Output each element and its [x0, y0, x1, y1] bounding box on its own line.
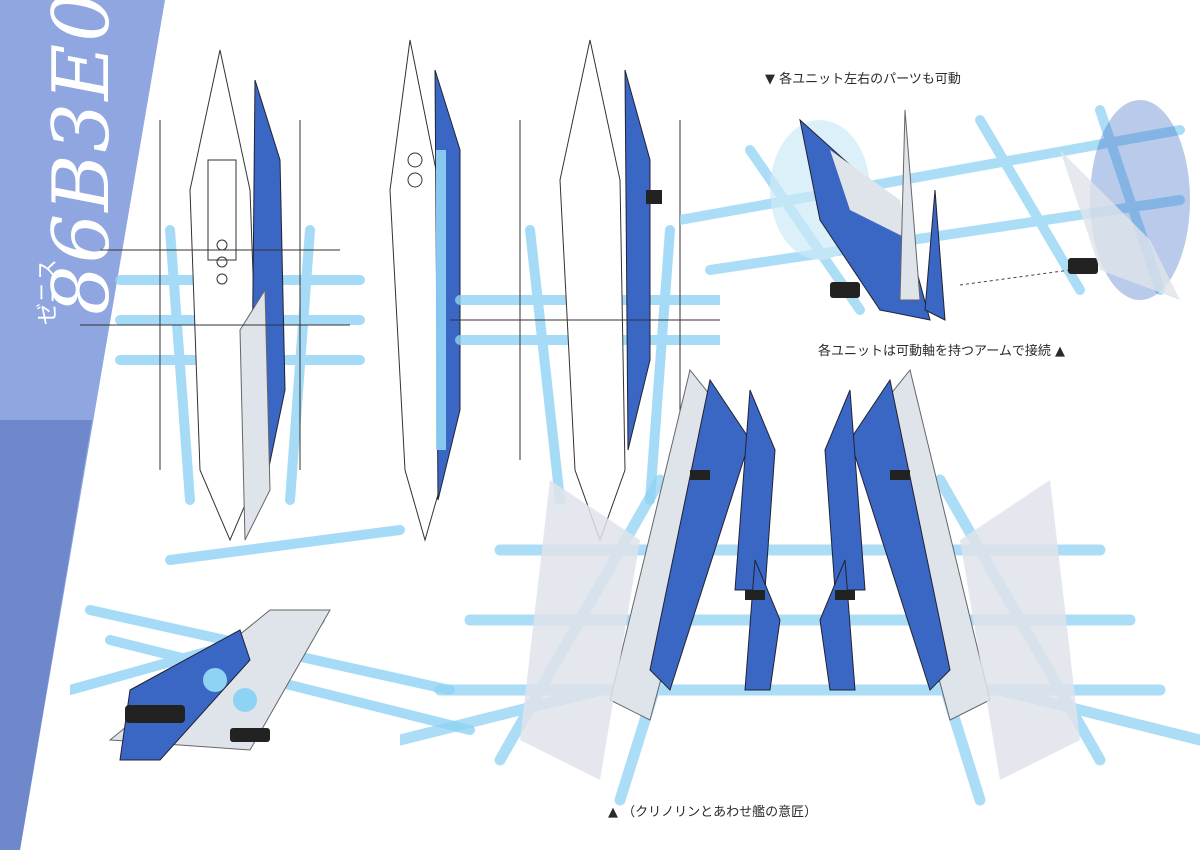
formation-render — [400, 368, 1200, 806]
side-view-drawing — [389, 39, 461, 542]
orthographic-views — [80, 39, 720, 542]
top-view-drawing — [80, 49, 365, 542]
caption-middle: 各ユニットは可動軸を持つアームで接続 ▲ — [818, 344, 1065, 359]
unit-closeup-render — [680, 100, 1190, 321]
front-view-drawing — [450, 39, 720, 542]
page-number: 12 — [36, 820, 57, 838]
sidebar-title-band: 86B3E0 ゼニス 12 — [0, 0, 170, 850]
ship-name: ゼニス — [36, 258, 61, 325]
caption-top: ▼ 各ユニット左右のパーツも可動 — [765, 72, 961, 87]
sidebar-background — [0, 0, 165, 850]
caption-bottom: ▲ （クリノリンとあわせ艦の意匠） — [608, 805, 818, 820]
unit-angle-render — [70, 525, 475, 761]
